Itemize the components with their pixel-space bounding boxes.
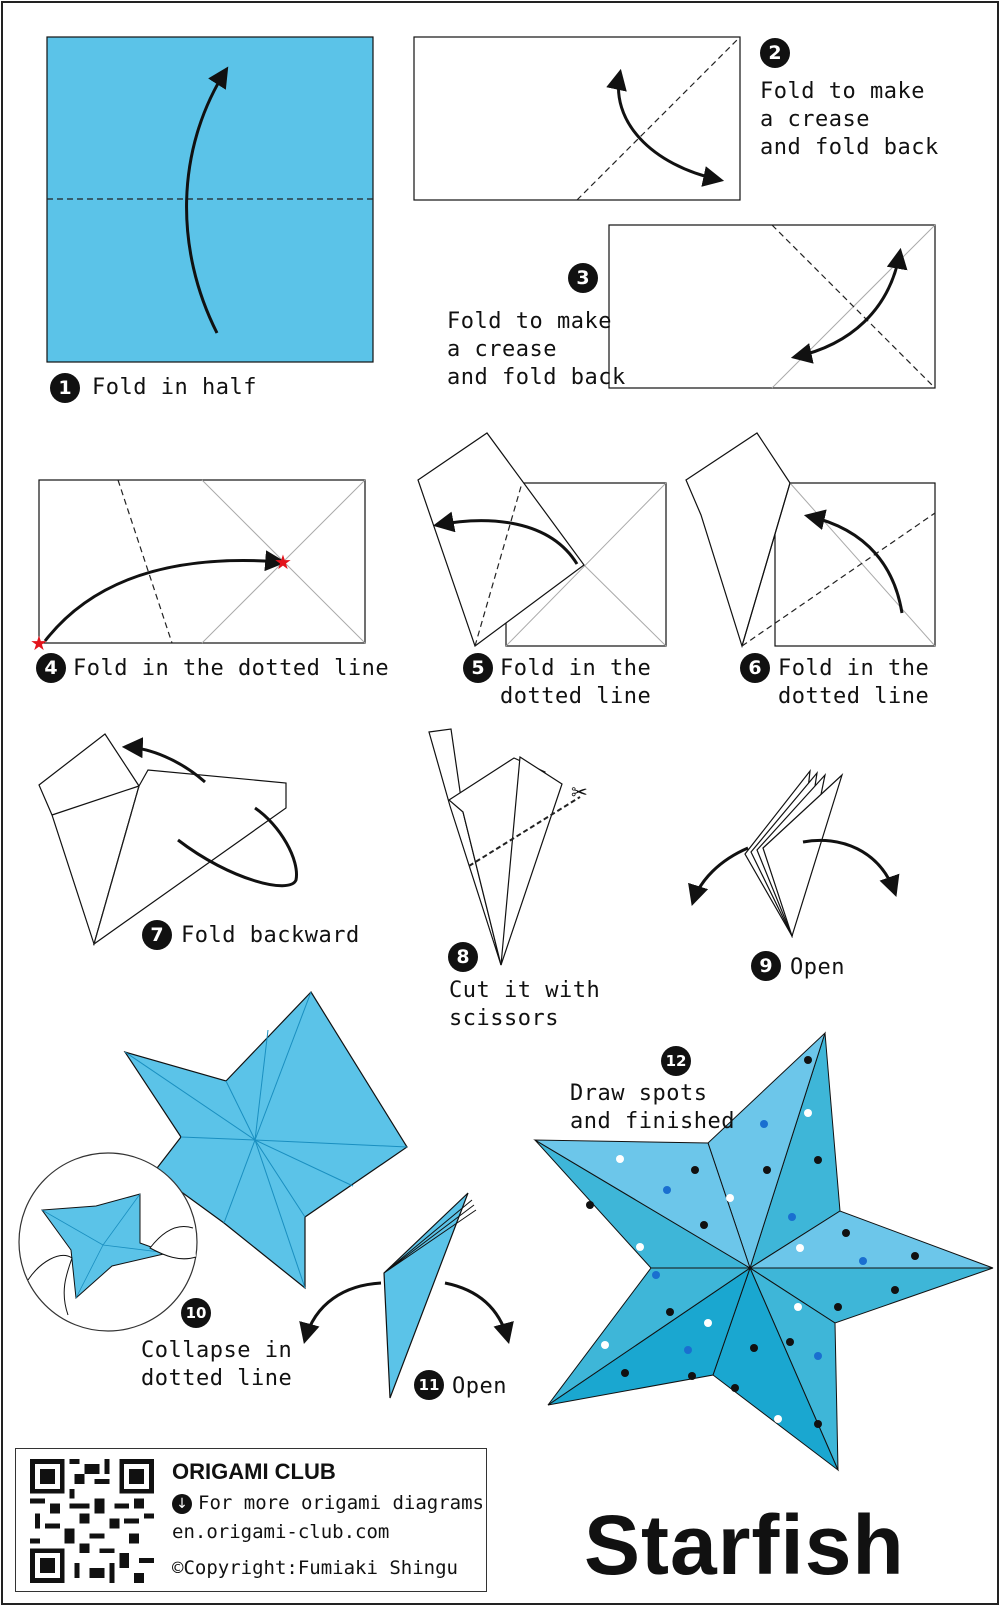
scissors-icon: ✂ [571,780,588,804]
step-caption: Fold in the dotted line [778,656,930,709]
download-arrow-icon: ↓ [172,1494,192,1514]
step-caption: Cut it with scissors [449,978,601,1031]
step12-starfish [533,1031,994,1472]
step-number: 9 [751,951,781,981]
step-caption: Draw spots and finished [570,1081,735,1134]
step5-diagram [417,432,667,647]
step9-diagram [688,768,900,939]
step1-diagram [46,36,374,363]
step7-diagram [38,733,298,947]
step-number: 12 [661,1046,691,1076]
step-caption: Fold backward [181,923,360,948]
more-diagrams-text: For more origami diagrams [198,1492,484,1514]
step-number: 11 [414,1370,444,1400]
star-marker-icon: ★ [30,631,48,655]
step8-diagram: ✂ [428,728,588,966]
step-number: 1 [50,373,80,403]
fold-arrow [185,66,229,334]
step-number: 7 [142,920,172,950]
step-number: 2 [760,38,790,68]
step-number: 4 [36,653,66,683]
step-caption: Fold to make a crease and fold back [447,309,626,390]
page-title: Starfish [584,1498,905,1592]
copyright-text: ©Copyright:Fumiaki Shingu [172,1557,458,1579]
hand-icon [149,1226,197,1260]
step-caption: Open [790,955,845,980]
step-number: 10 [181,1298,211,1328]
footer-info-box: ORIGAMI CLUB ↓For more origami diagrams … [15,1448,487,1592]
step-caption: Fold in the dotted line [500,656,652,709]
step3-diagram [608,224,936,389]
step-caption: Fold in the dotted line [73,656,390,681]
spots [586,1056,919,1428]
step10-diagram [18,991,408,1332]
step-number: 5 [463,653,493,683]
step-number: 6 [740,653,770,683]
hand-icon [27,1255,73,1316]
step-caption: Fold in half [92,375,257,400]
star-marker-icon: ★ [274,550,292,574]
step6-diagram [685,432,936,649]
step-caption: Collapse in dotted line [141,1338,293,1391]
more-diagrams-line[interactable]: ↓ For more origami diagrams [172,1492,484,1514]
site-link[interactable]: en.origami-club.com [172,1521,390,1543]
step2-diagram [413,36,741,201]
qr-code-icon[interactable] [30,1459,154,1583]
step-number: 8 [448,942,478,972]
step-caption: Fold to make a crease and fold back [760,79,939,160]
step-caption: Open [452,1374,507,1399]
step-number: 3 [568,263,598,293]
step4-diagram: ★ ★ [30,479,366,655]
step11-diagram [299,1192,514,1399]
club-name: ORIGAMI CLUB [172,1459,336,1484]
